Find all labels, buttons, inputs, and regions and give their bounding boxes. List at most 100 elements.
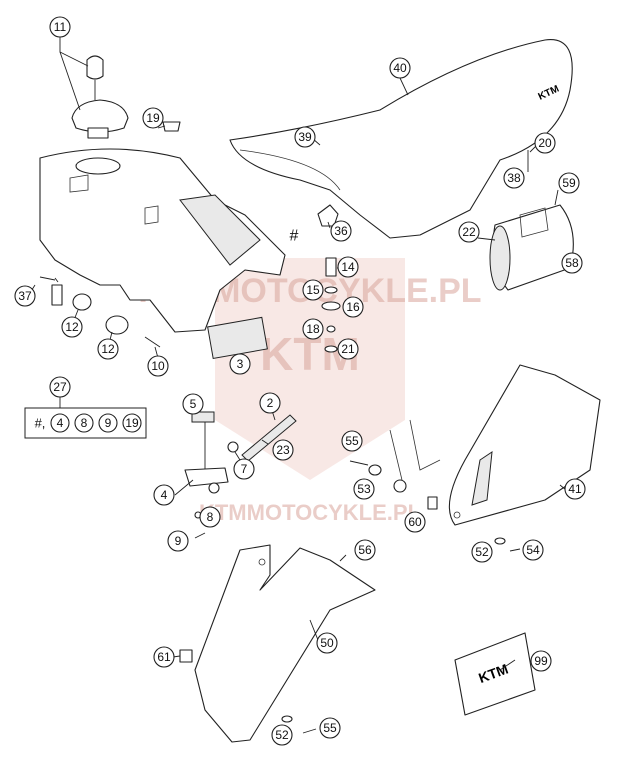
callout-circle: [272, 439, 294, 461]
callout-label: 22: [462, 225, 476, 239]
callout-label: 54: [526, 543, 540, 557]
fuel-cap-base: [87, 127, 109, 139]
callout-label: 41: [568, 482, 582, 496]
callout-circle: [534, 132, 556, 154]
washer-52a: [494, 537, 506, 545]
callout-circle: [337, 256, 359, 278]
callout-circle: [153, 484, 175, 506]
callout-circle: [294, 126, 316, 148]
leader-50: [309, 619, 319, 641]
callout-circle: [49, 16, 71, 38]
leader-59: [554, 189, 559, 206]
tool-bag-end: [489, 225, 511, 291]
callout-label: 53: [357, 482, 371, 496]
callout-circle: [259, 392, 281, 414]
callout-label: 38: [507, 171, 521, 185]
callout-circle: [142, 107, 164, 129]
grommet-12b: [105, 315, 129, 335]
callout-label: 21: [341, 342, 355, 356]
seat-edge: [239, 149, 341, 191]
tool-bag: [489, 204, 574, 291]
callout-circle: [97, 338, 119, 360]
nut-53: [368, 464, 382, 476]
callout-label: 18: [306, 322, 320, 336]
callout-label: 16: [346, 300, 360, 314]
callout-circle: [330, 220, 352, 242]
callout-circle: [354, 539, 376, 561]
callout-circle: [61, 316, 83, 338]
callout-label: 19: [146, 111, 160, 125]
rubber-buffer: [317, 204, 339, 227]
callout-label: 59: [562, 176, 576, 190]
callout-label: 52: [475, 545, 489, 559]
side-cover-right-hole: [453, 511, 461, 519]
bolt-10: [144, 336, 161, 348]
callout-circle: [522, 539, 544, 561]
callout-label: 56: [358, 543, 372, 557]
callout-label: 4: [161, 488, 168, 502]
side-cover-right: [448, 364, 601, 526]
washer-16: [321, 301, 341, 311]
callout-label: 12: [65, 320, 79, 334]
callout-label: 55: [345, 434, 359, 448]
callout-circle: [49, 376, 71, 398]
callout-circle: [271, 724, 293, 746]
leader-36: [327, 221, 331, 229]
callout-circle: [458, 221, 480, 243]
kit-box-item: 19: [125, 416, 139, 430]
callout-label: 8: [207, 510, 214, 524]
tank-detail-slot: [144, 205, 159, 225]
kit-box-item-circle: [74, 413, 94, 433]
bracket-37: [51, 284, 63, 306]
fuel-tap: [184, 411, 239, 494]
callout-label: 2: [267, 396, 274, 410]
callout-label: 15: [306, 283, 320, 297]
callout-circle: [341, 430, 363, 452]
callout-label: 10: [151, 359, 165, 373]
key-head: [86, 55, 104, 80]
kit-box-item: 9: [105, 416, 112, 430]
callout-label: 27: [53, 380, 67, 394]
clip-61: [179, 649, 193, 663]
screw-55a: [349, 460, 369, 466]
callout-label: 36: [334, 224, 348, 238]
fuel-cap: [71, 99, 129, 133]
washer-21: [324, 345, 338, 353]
callout-circle: [153, 646, 175, 668]
callout-label: 20: [538, 136, 552, 150]
screw-9: [194, 532, 206, 539]
callout-circle: [558, 172, 580, 194]
callout-label: 9: [175, 534, 182, 548]
callout-circle: [229, 353, 251, 375]
leader-40: [399, 77, 409, 96]
callout-circle: [389, 57, 411, 79]
leader-12b: [109, 331, 113, 341]
callout-circle: [167, 530, 189, 552]
callout-label: 61: [157, 650, 171, 664]
kit-box-prefix: #,: [35, 416, 46, 431]
kit-box-item-circle: [98, 413, 118, 433]
callout-label: 40: [393, 61, 407, 75]
callout-label: 11: [54, 20, 67, 34]
callout-circle: [302, 318, 324, 340]
callout-label: 3: [237, 357, 244, 371]
fuel-tank: [39, 148, 286, 333]
callout-label: 55: [323, 721, 337, 735]
callout-circle: [564, 478, 586, 500]
callout-circle: [182, 393, 204, 415]
kit-box-item: 4: [57, 416, 64, 430]
side-cover-left-body: [194, 544, 376, 743]
leader-11b: [59, 51, 81, 111]
screw-54: [509, 548, 521, 552]
screw-55b: [302, 728, 317, 734]
sticker-body: [454, 632, 536, 716]
nut-18: [326, 325, 336, 333]
tap-strainer: [191, 411, 215, 423]
callout-label: 60: [408, 515, 422, 529]
leader-23: [261, 439, 269, 445]
fuel-cap-assembly: [71, 55, 129, 139]
callout-label: 58: [565, 256, 579, 270]
kit-box-item-circle: [50, 413, 70, 433]
